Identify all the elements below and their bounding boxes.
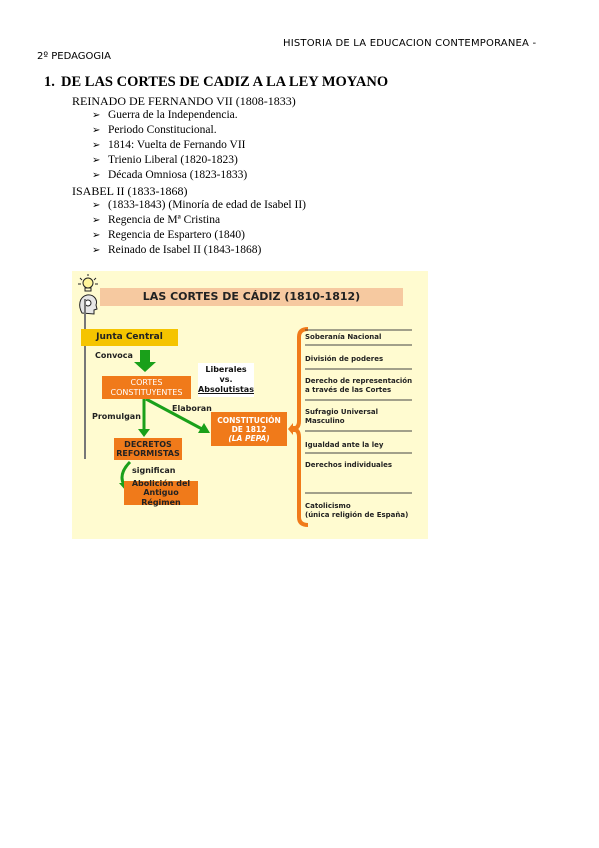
- list-item: ➢Década Omniosa (1823-1833): [92, 169, 248, 181]
- arrow-bullet-icon: ➢: [92, 155, 101, 166]
- brace-bracket: [291, 327, 309, 527]
- principle-item: Derechos individuales: [305, 461, 393, 469]
- significan-label: significan: [132, 466, 176, 475]
- list-item: ➢Reinado de Isabel II (1843-1868): [92, 244, 262, 256]
- arrow-bullet-icon: ➢: [92, 200, 101, 211]
- figure-title: LAS CORTES DE CÁDIZ (1810-1812): [100, 288, 403, 306]
- arrow-junta-cortes: [134, 350, 156, 372]
- principle-item: División de poderes: [305, 355, 384, 363]
- arrow-bullet-icon: ➢: [92, 125, 101, 136]
- arrow-bullet-icon: ➢: [92, 140, 101, 151]
- junta-central-box: Junta Central: [81, 329, 178, 346]
- divider-line: [84, 299, 86, 459]
- list-item: ➢Guerra de la Independencia.: [92, 109, 238, 121]
- principle-item: Igualdad ante la ley: [305, 441, 384, 449]
- convoca-label: Convoca: [95, 351, 133, 360]
- arrow-bullet-icon: ➢: [92, 215, 101, 226]
- elaboran-label: Elaboran: [172, 404, 212, 413]
- flow-arrows: [119, 327, 412, 527]
- cortes-cadiz-diagram: LAS CORTES DE CÁDIZ (1810-1812) Junta Ce…: [72, 271, 428, 539]
- header-course-level: 2º PEDAGOGIA: [37, 51, 111, 62]
- promulgan-label: Promulgan: [92, 412, 141, 421]
- section-title-text: DE LAS CORTES DE CADIZ A LA LEY MOYANO: [61, 74, 389, 90]
- isabel-heading: ISABEL II (1833-1868): [72, 184, 188, 198]
- list-item: ➢1814: Vuelta de Fernando VII: [92, 139, 246, 151]
- arrow-elaboran: [145, 397, 203, 431]
- list-item: ➢(1833-1843) (Minoría de edad de Isabel …: [92, 199, 306, 211]
- section-title: 1. DE LAS CORTES DE CADIZ A LA LEY MOYANO: [44, 74, 388, 91]
- list-item: ➢Periodo Constitucional.: [92, 124, 217, 136]
- principle-item: Catolicismo(única religión de España): [305, 502, 409, 519]
- arrow-bullet-icon: ➢: [92, 245, 101, 256]
- reinado-heading: REINADO DE FERNANDO VII (1808-1833): [72, 94, 296, 108]
- arrow-bullet-icon: ➢: [92, 230, 101, 241]
- arrow-bullet-icon: ➢: [92, 110, 101, 121]
- list-item: ➢Regencia de Mª Cristina: [92, 214, 221, 226]
- principle-separators: [305, 329, 412, 494]
- list-item: ➢Regencia de Espartero (1840): [92, 229, 245, 241]
- arrow-bullet-icon: ➢: [92, 170, 101, 181]
- principle-item: Soberanía Nacional: [305, 333, 382, 341]
- header-course-title: HISTORIA DE LA EDUCACION CONTEMPORANEA -: [283, 38, 537, 49]
- section-number: 1.: [44, 74, 55, 90]
- list-item: ➢Trienio Liberal (1820-1823): [92, 154, 238, 166]
